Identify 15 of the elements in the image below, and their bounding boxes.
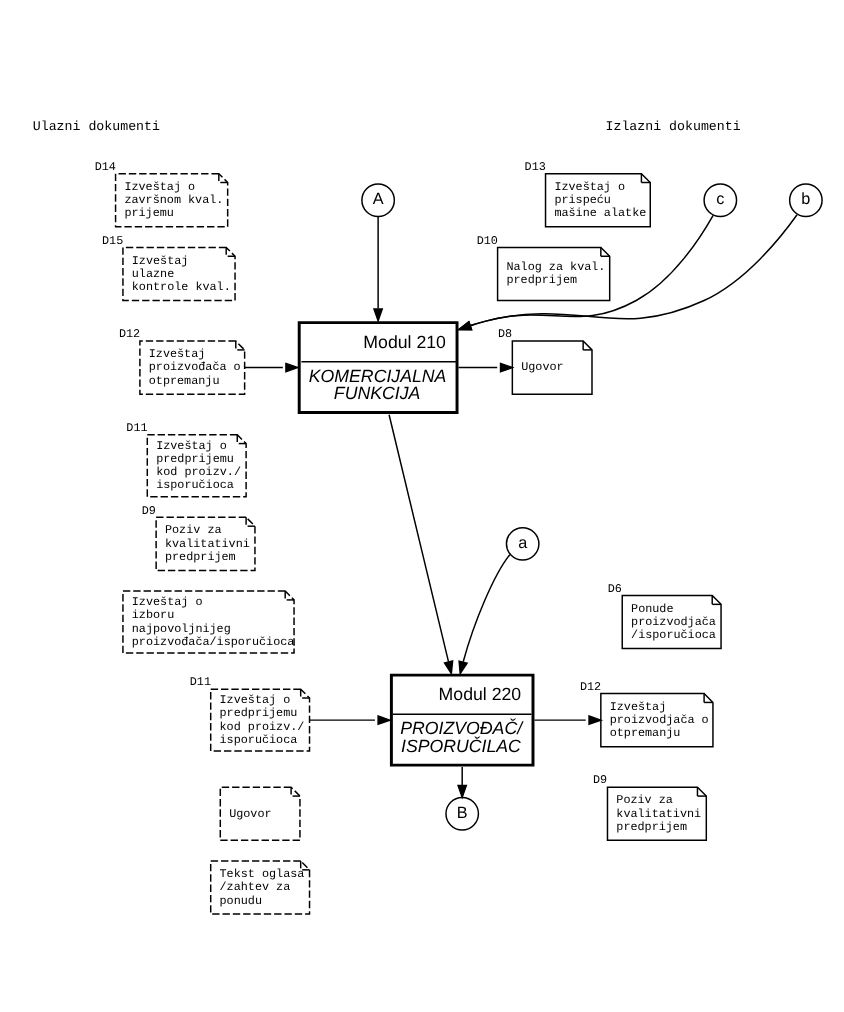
arrow [457, 765, 468, 799]
arrow [372, 215, 384, 322]
node-circle: a [505, 525, 540, 560]
node-circle: c [703, 182, 738, 217]
arrow [533, 713, 604, 725]
node-circle: B [445, 795, 480, 830]
arrow [243, 361, 300, 372]
arrow [456, 213, 714, 330]
arrow [456, 213, 798, 330]
node-circle: b [788, 182, 823, 217]
arrow [458, 552, 511, 675]
node-circle: A [361, 182, 396, 217]
arrow [457, 361, 515, 372]
arrow [388, 413, 454, 675]
arrow [308, 713, 393, 725]
